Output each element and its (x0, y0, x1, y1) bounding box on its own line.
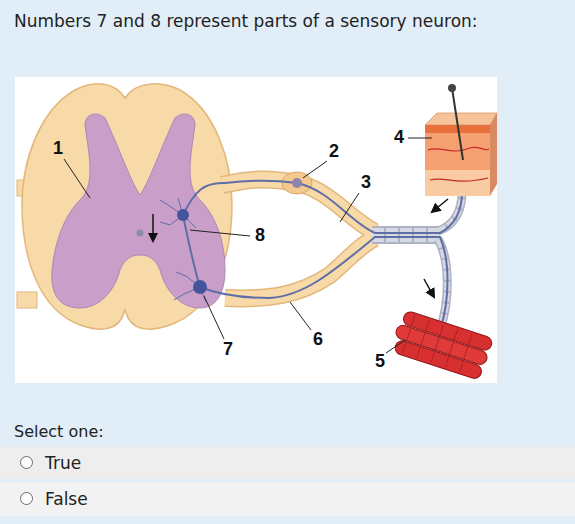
skin-block (428, 147, 489, 151)
gray-matter (52, 114, 225, 308)
skin-block (425, 84, 497, 196)
skin-block (490, 113, 497, 196)
question-text: Numbers 7 and 8 represent parts of a sen… (14, 10, 569, 32)
muscle (393, 339, 483, 380)
skin-block (425, 170, 490, 196)
spinal-nerve (372, 226, 440, 244)
callout-number: 3 (361, 173, 371, 193)
cell-bodies (292, 178, 302, 188)
neuron-fibers (174, 270, 206, 302)
spinal-cord (17, 292, 37, 308)
neuron-fibers (160, 181, 462, 330)
gray-matter (152, 214, 154, 241)
neuron-fibers (183, 181, 462, 233)
cell-bodies (193, 280, 207, 294)
leader-lines (64, 159, 90, 198)
signal-arrows (424, 279, 434, 297)
leader-lines (340, 193, 359, 222)
spinal-nerve (372, 228, 440, 242)
callout-number: 8 (255, 226, 265, 246)
option-label: True (45, 453, 81, 473)
skin-block (430, 178, 488, 181)
spinal-nerve (372, 192, 462, 330)
leader-lines (64, 138, 432, 353)
spinal-cord (17, 84, 375, 329)
answer-option: False (0, 482, 575, 516)
muscle (390, 309, 494, 380)
muscle (403, 315, 472, 372)
cell-bodies (177, 178, 302, 294)
neuron-fibers (160, 198, 196, 228)
callout-number: 2 (329, 142, 339, 162)
prompt-text: Select one: (14, 423, 104, 441)
skin-block (425, 133, 490, 170)
picture-ground (15, 77, 497, 383)
leader-lines (408, 138, 432, 139)
callout-number: 7 (223, 340, 233, 360)
cell-bodies (177, 209, 189, 221)
option-label: False (45, 489, 88, 509)
callout-number: 5 (375, 352, 385, 372)
answer-option: True (0, 447, 575, 479)
skin-block (448, 84, 456, 92)
leader-lines (190, 230, 250, 236)
spinal-cord (22, 84, 232, 329)
skin-block (425, 113, 497, 125)
callout-number: 1 (53, 139, 63, 159)
leader-lines (204, 296, 224, 339)
leader-lines (303, 161, 327, 178)
leader-lines (290, 302, 311, 330)
leader-lines (386, 340, 405, 353)
signal-arrows (424, 199, 448, 297)
callout-number: 4 (394, 128, 404, 148)
callout-number: 6 (313, 330, 323, 350)
skin-block (452, 88, 463, 160)
signal-arrows (432, 199, 448, 212)
gray-matter (52, 114, 225, 308)
gray-matter (137, 230, 144, 237)
